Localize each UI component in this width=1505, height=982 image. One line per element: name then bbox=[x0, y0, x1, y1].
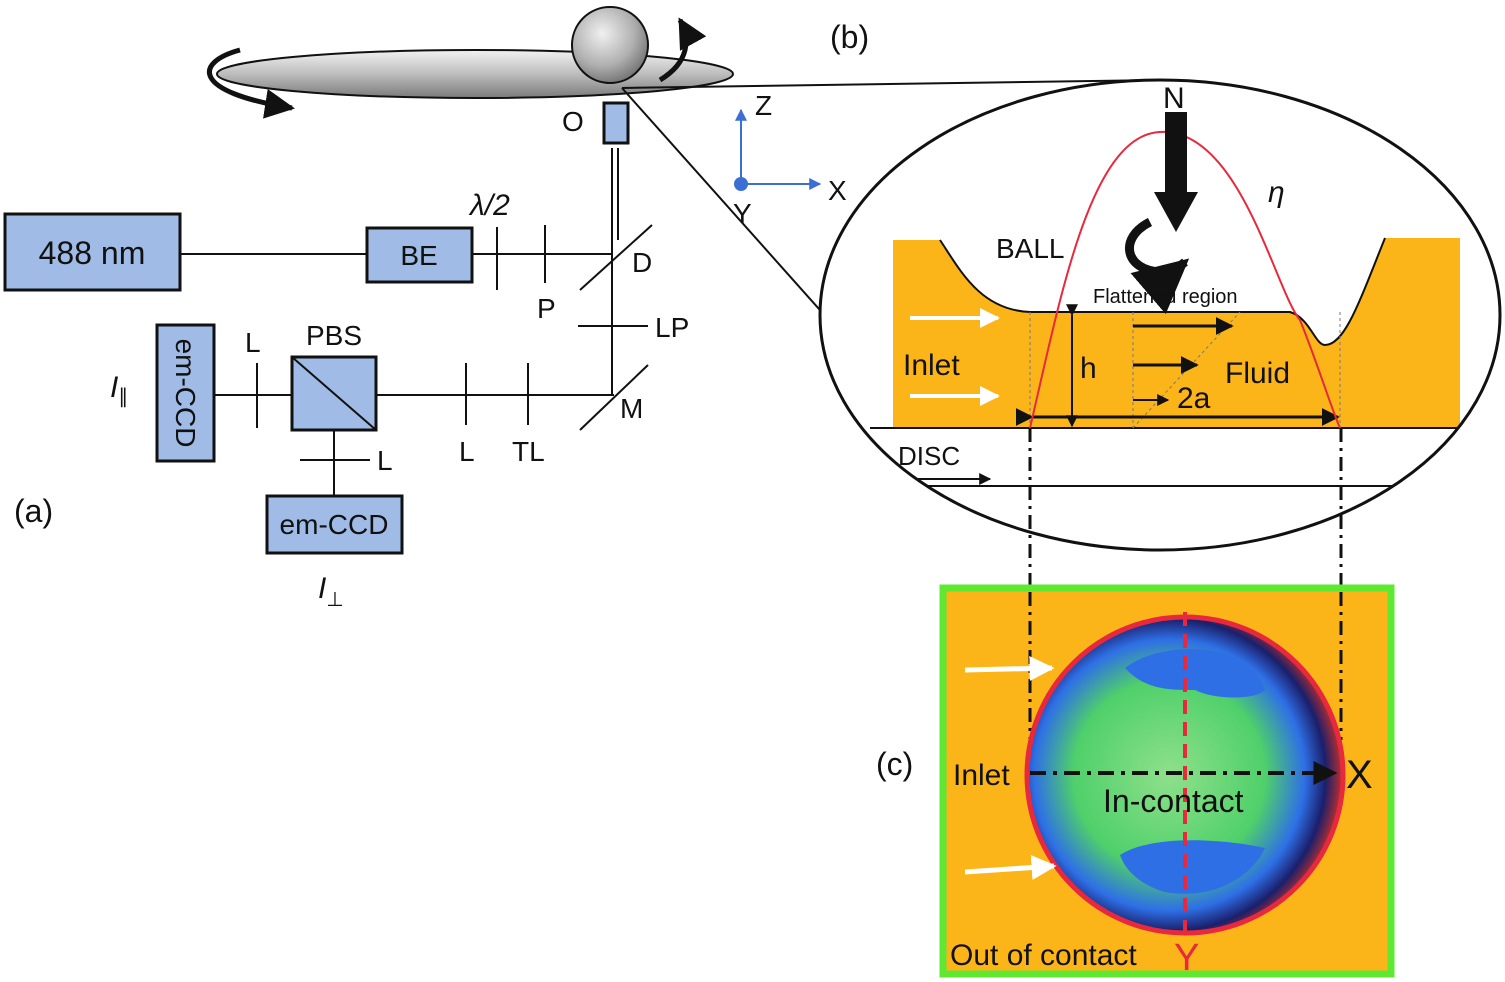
rotating-disc bbox=[216, 49, 734, 99]
blue-lobe-bottom bbox=[1120, 840, 1265, 894]
height-label: h bbox=[1080, 352, 1097, 385]
viscosity-label: η bbox=[1268, 176, 1285, 209]
lens-1-label: L bbox=[459, 436, 475, 467]
image-inlet-label: Inlet bbox=[953, 759, 1010, 792]
camera-perp-label: em-CCD bbox=[280, 509, 389, 540]
lens-2-label: L bbox=[245, 327, 261, 358]
panel-b-label: (b) bbox=[830, 19, 869, 55]
in-contact-label: In-contact bbox=[1103, 783, 1244, 819]
image-inlet-arrow-1 bbox=[964, 656, 1055, 682]
beam-expander-label: BE bbox=[400, 240, 437, 271]
ball bbox=[571, 6, 649, 84]
i-parallel-subscript: ∥ bbox=[118, 386, 128, 408]
i-perp-subscript: ⊥ bbox=[326, 589, 343, 611]
contact-image: Inlet In-contact Out of contact Y bbox=[939, 584, 1395, 979]
load-arrow-icon bbox=[1154, 112, 1198, 232]
longpass-label: LP bbox=[655, 312, 689, 343]
half-wave-label: λ/2 bbox=[468, 189, 510, 222]
x-axis-label: X bbox=[828, 175, 847, 206]
image-inlet-arrow-2 bbox=[964, 855, 1057, 880]
camera-parallel-box bbox=[155, 323, 216, 463]
fluid-label: Fluid bbox=[1225, 357, 1290, 390]
optical-setup: O 488 nm BE λ/2 P D LP M TL L PBS bbox=[3, 101, 689, 611]
image-y-label: Y bbox=[1174, 937, 1199, 979]
objective-box bbox=[602, 101, 630, 145]
polarizer-label: P bbox=[537, 293, 556, 324]
zoom-ellipse-border bbox=[818, 78, 1502, 552]
ball-rotation-arrow-icon bbox=[658, 17, 707, 83]
fluid-region bbox=[893, 238, 1460, 428]
camera-parallel-label: em-CCD bbox=[170, 339, 201, 448]
load-label: N bbox=[1163, 82, 1185, 115]
ball-label: BALL bbox=[996, 233, 1065, 264]
pbs-label: PBS bbox=[306, 320, 362, 351]
tribometer-disc-ball bbox=[206, 6, 734, 119]
dichroic-mirror bbox=[579, 224, 653, 291]
pbs-diagonal bbox=[291, 356, 377, 431]
mirror-label: M bbox=[620, 393, 643, 424]
i-parallel-symbol: I bbox=[110, 371, 118, 404]
blue-lobe-top bbox=[1125, 649, 1265, 698]
axes-indicator: Z X Y bbox=[733, 90, 847, 229]
y-axis-dot bbox=[734, 177, 748, 191]
laser-box bbox=[3, 212, 182, 292]
panel-a-label: (a) bbox=[14, 493, 53, 529]
dichroic-label: D bbox=[632, 247, 652, 278]
tube-lens-label: TL bbox=[512, 436, 545, 467]
panel-c-label: (c) bbox=[876, 746, 913, 782]
objective-label: O bbox=[562, 106, 584, 137]
disc-rotation-arrow-icon bbox=[206, 47, 295, 119]
beam-expander-box bbox=[365, 226, 474, 284]
i-perp-label: I⊥ bbox=[318, 572, 344, 611]
viscosity-profile bbox=[1029, 130, 1341, 429]
contact-zoom: N η BALL Flattened region Inlet h Fluid … bbox=[818, 78, 1502, 552]
y-axis-label: Y bbox=[733, 198, 752, 229]
i-parallel-label: I∥ bbox=[110, 371, 128, 408]
lens-3-label: L bbox=[377, 445, 393, 476]
zoom-line-top bbox=[621, 79, 1161, 89]
disc-label: DISC bbox=[898, 441, 960, 471]
out-of-contact-label: Out of contact bbox=[950, 939, 1137, 972]
i-perp-symbol: I bbox=[318, 572, 326, 605]
flattened-label: Flattened region bbox=[1093, 286, 1238, 308]
width-label: 2a bbox=[1177, 382, 1211, 415]
rotation-arrow-icon bbox=[1125, 217, 1190, 315]
mirror bbox=[579, 364, 649, 431]
inlet-label: Inlet bbox=[903, 349, 960, 382]
laser-label: 488 nm bbox=[39, 235, 146, 271]
camera-perp-box bbox=[265, 494, 404, 555]
z-axis-label: Z bbox=[755, 90, 772, 121]
ball-surface-line bbox=[939, 237, 1386, 347]
image-x-label: X bbox=[1346, 753, 1373, 797]
